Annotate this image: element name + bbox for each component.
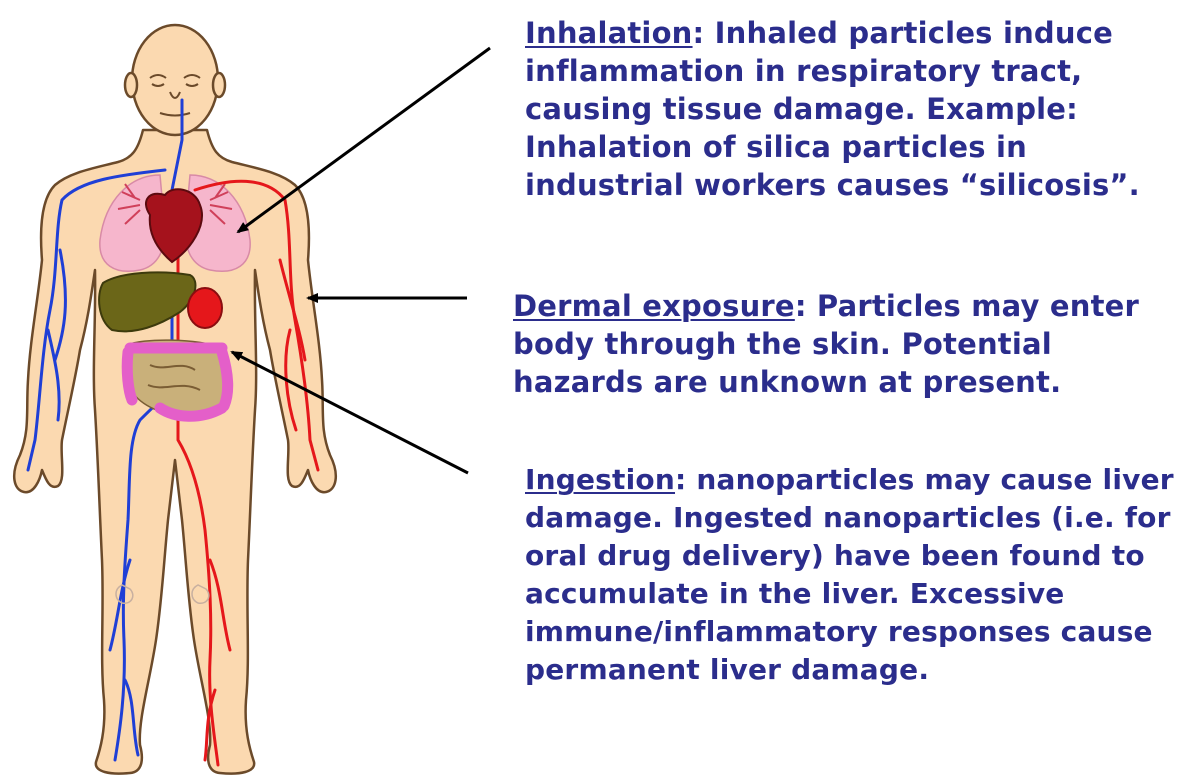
callout-text: : Particles may enter <box>795 289 1139 323</box>
callout-line: Ingestion: nanoparticles may cause liver <box>525 461 1174 499</box>
callout-line: accumulate in the liver. Excessive <box>525 575 1174 613</box>
human-body-illustration <box>0 0 360 779</box>
callout-inhalation: Inhalation: Inhaled particles induce inf… <box>525 14 1140 204</box>
callout-line: Dermal exposure: Particles may enter <box>513 287 1139 325</box>
callout-dermal: Dermal exposure: Particles may enter bod… <box>513 287 1139 401</box>
callout-text: : nanoparticles may cause liver <box>675 463 1174 496</box>
callout-line: hazards are unknown at present. <box>513 363 1139 401</box>
callout-line: Inhalation: Inhaled particles induce <box>525 14 1140 52</box>
callout-ingestion: Ingestion: nanoparticles may cause liver… <box>525 461 1174 689</box>
callout-line: inflammation in respiratory tract, <box>525 52 1140 90</box>
callout-text: : Inhaled particles induce <box>693 16 1113 50</box>
term-inhalation: Inhalation <box>525 16 693 50</box>
callout-line: immune/inflammatory responses cause <box>525 613 1174 651</box>
callout-line: Inhalation of silica particles in <box>525 128 1140 166</box>
callout-line: permanent liver damage. <box>525 651 1174 689</box>
callout-line: damage. Ingested nanoparticles (i.e. for <box>525 499 1174 537</box>
callout-line: causing tissue damage. Example: <box>525 90 1140 128</box>
head <box>132 25 218 135</box>
callout-line: oral drug delivery) have been found to <box>525 537 1174 575</box>
term-ingestion: Ingestion <box>525 463 675 496</box>
stomach <box>188 288 222 328</box>
term-dermal: Dermal exposure <box>513 289 795 323</box>
callout-line: body through the skin. Potential <box>513 325 1139 363</box>
callout-line: industrial workers causes “silicosis”. <box>525 166 1140 204</box>
